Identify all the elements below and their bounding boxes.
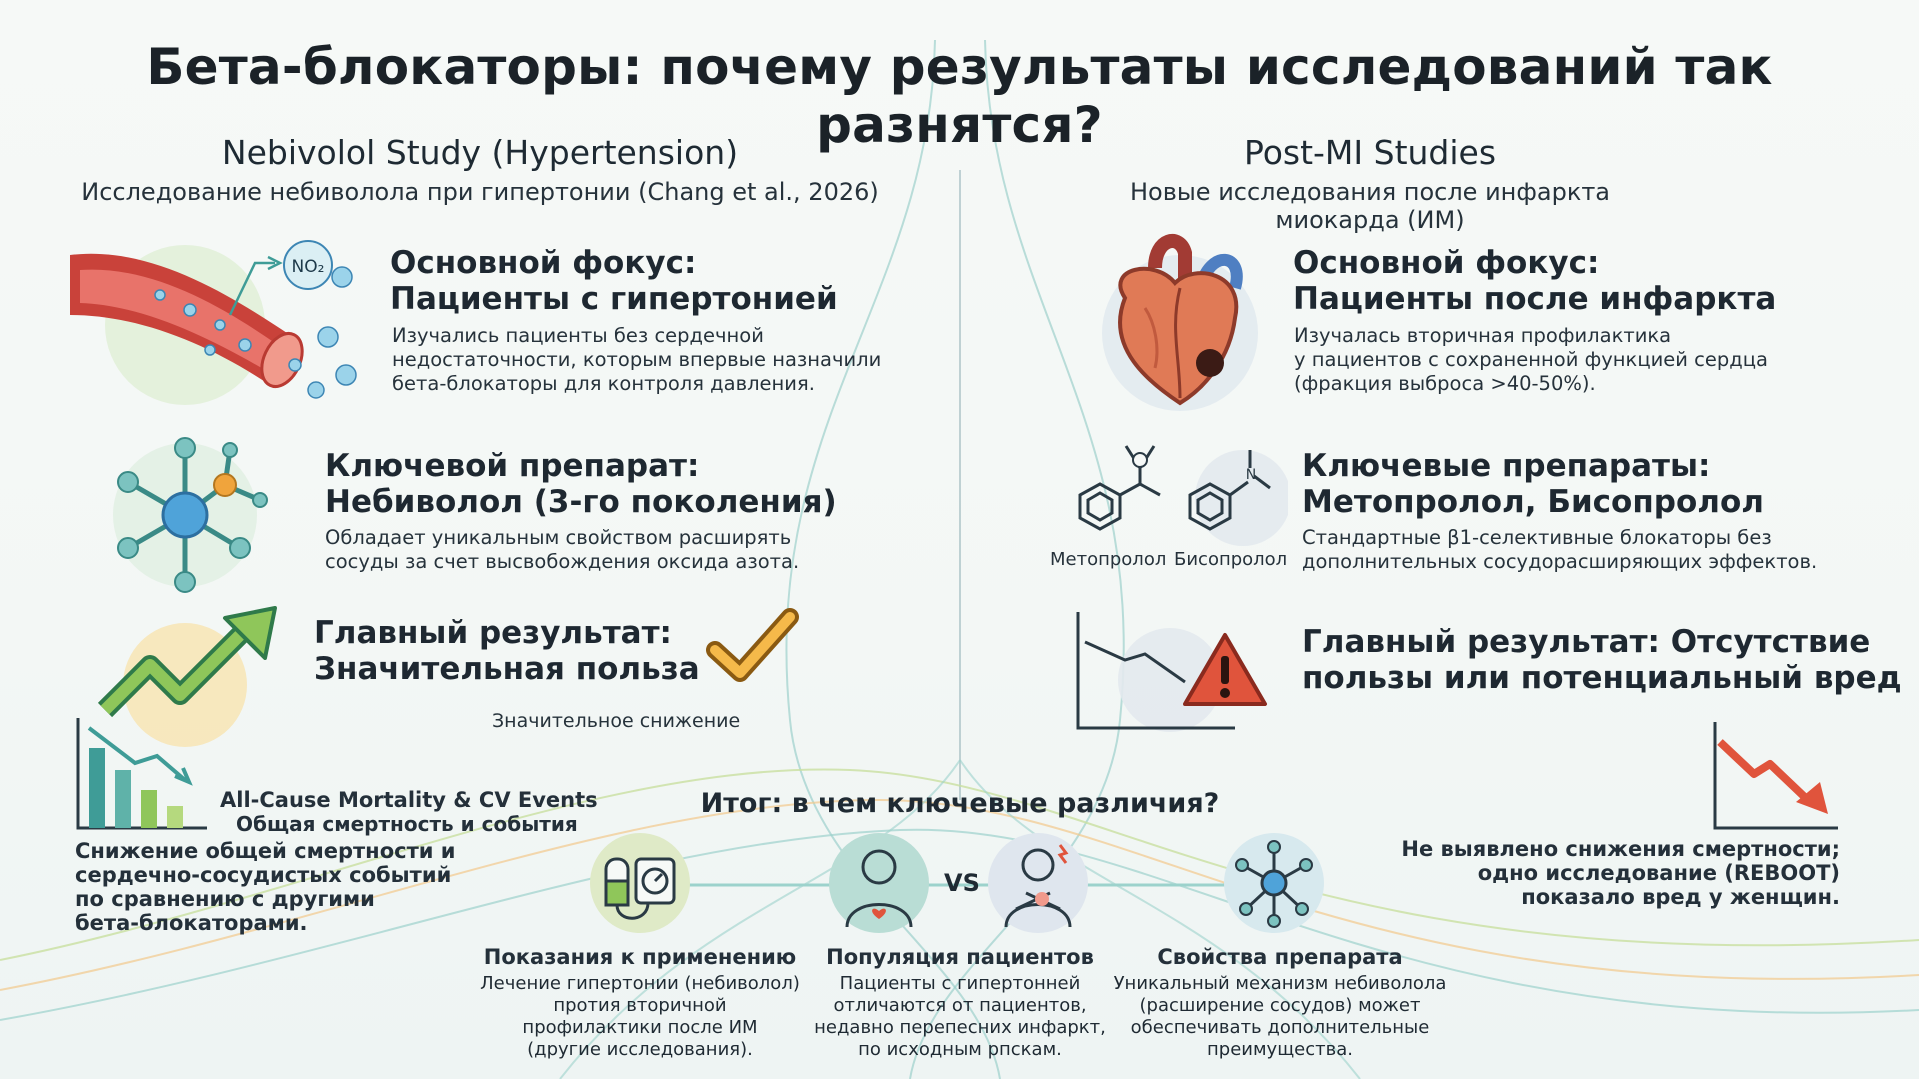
right-drugs-title-line2: Метопролол, Бисопролол bbox=[1302, 484, 1764, 520]
down-trend-chart-icon bbox=[1713, 722, 1838, 830]
right-focus-text-line1: Изучалась вторичная профилактика bbox=[1294, 324, 1672, 347]
left-focus-title-line2: Пациенты с гипертонией bbox=[390, 281, 838, 317]
left-drug-text-line2: сосуды за счет высвобождения оксида азот… bbox=[325, 550, 800, 573]
left-drug-text: Обладает уникальным свойством расширять … bbox=[325, 526, 799, 574]
patient-icon bbox=[829, 833, 929, 933]
growth-arrow-icon bbox=[97, 606, 277, 747]
beta-blocker-structures-icon: N bbox=[1078, 445, 1288, 546]
left-focus-text: Изучались пациенты без сердечной недоста… bbox=[392, 324, 881, 396]
decline-bar-chart-icon bbox=[76, 718, 207, 830]
summary-item-line: недавно перепесних инфаркт, bbox=[814, 1017, 1106, 1038]
blood-pressure-monitor-icon bbox=[590, 833, 690, 933]
right-result-summary: Не выявлено снижения смертности; одно ис… bbox=[1400, 837, 1840, 909]
right-drugs-text-line1: Стандартные β1-селективные блокаторы без bbox=[1302, 526, 1772, 549]
summary-item-properties: Свойства препарата Уникальный механизм н… bbox=[1100, 945, 1460, 1061]
left-drug-title-line1: Ключевой препарат: bbox=[325, 448, 700, 484]
right-focus-text: Изучалась вторичная профилактика у пацие… bbox=[1294, 324, 1768, 396]
right-focus-text-line2: у пациентов с сохраненной функцией сердц… bbox=[1294, 348, 1768, 371]
right-focus-title-line1: Основной фокус: bbox=[1293, 245, 1600, 281]
summary-item-line: по исходным рпскам. bbox=[858, 1039, 1062, 1060]
right-summary-line2: одно исследование (REBOOT) bbox=[1477, 861, 1840, 885]
summary-item-line: профилактики после ИМ bbox=[522, 1017, 758, 1038]
left-subheading: Исследование небиволола при гипертонии (… bbox=[81, 178, 879, 206]
summary-item-line: Пациенты с гипертонней bbox=[839, 973, 1081, 994]
summary-item-line: Уникальный механизм небиволола bbox=[1113, 973, 1447, 994]
summary-item-line: преимущества. bbox=[1207, 1039, 1353, 1060]
summary-title: Итог: в чем ключевые различия? bbox=[700, 788, 1220, 819]
right-heading: Post-MI Studies bbox=[1243, 133, 1497, 172]
right-result-title-line1: Главный результат: Отсутствие bbox=[1302, 624, 1871, 660]
left-result-note: Значительное снижение bbox=[492, 710, 741, 732]
heart-icon bbox=[1102, 234, 1258, 411]
left-focus-text-line3: бета-блокаторы для контроля давления. bbox=[392, 372, 815, 395]
metoprolol-label: Метопролол bbox=[1050, 549, 1167, 570]
page-title: Бета-блокаторы: почему результаты исслед… bbox=[146, 38, 1773, 154]
summary-item-indications: Показания к применению Лечение гипертони… bbox=[470, 945, 810, 1061]
right-drugs-title: Ключевые препараты: Метопролол, Бисопрол… bbox=[1302, 448, 1764, 520]
left-focus-text-line2: недостаточности, которым впервые назначи… bbox=[392, 348, 882, 371]
right-summary-line3: показало вред у женщин. bbox=[1521, 885, 1840, 909]
left-focus-text-line1: Изучались пациенты без сердечной bbox=[392, 324, 764, 347]
summary-item-population: Популяция пациентов Пациенты с гипертонн… bbox=[800, 945, 1120, 1061]
left-drug-text-line1: Обладает уникальным свойством расширять bbox=[325, 526, 792, 549]
left-focus-title: Основной фокус: Пациенты с гипертонией bbox=[390, 245, 838, 317]
left-drug-title-line2: Небиволол (3-го поколения) bbox=[325, 484, 837, 520]
molecule-mechanism-icon bbox=[1224, 833, 1324, 933]
left-summary-line2: сердечно-сосудистых событий bbox=[75, 863, 452, 887]
summary-item-title: Свойства препарата bbox=[1157, 945, 1403, 969]
checkmark-icon bbox=[706, 608, 799, 682]
left-result-title: Главный результат: Значительная польза bbox=[314, 615, 700, 687]
right-drugs-text: Стандартные β1-селективные блокаторы без… bbox=[1302, 526, 1817, 574]
nitrogen-label: N bbox=[1246, 467, 1256, 483]
left-drug-title: Ключевой препарат: Небиволол (3-го покол… bbox=[325, 448, 837, 520]
left-summary-line1: Снижение общей смертности и bbox=[75, 839, 456, 863]
summary-item-title: Показания к применению bbox=[483, 945, 797, 969]
left-summary-line4: бета-блокаторами. bbox=[75, 911, 308, 935]
summary-item-line: обеспечивать дополнительные bbox=[1130, 1017, 1430, 1038]
left-focus-title-line1: Основной фокус: bbox=[390, 245, 697, 281]
left-result-title-line1: Главный результат: bbox=[314, 615, 672, 651]
right-result-title: Главный результат: Отсутствие пользы или… bbox=[1302, 624, 1902, 696]
summary-item-line: Лечение гипертонии (небиволол) bbox=[480, 973, 800, 994]
molecule-icon bbox=[113, 437, 268, 593]
right-drugs-title-line1: Ключевые препараты: bbox=[1302, 448, 1711, 484]
no2-label: NO₂ bbox=[292, 257, 325, 277]
summary-item-line: (расширение сосудов) может bbox=[1139, 995, 1421, 1016]
bisoprolol-label: Бисопролол bbox=[1174, 549, 1288, 570]
right-summary-line1: Не выявлено снижения смертности; bbox=[1401, 837, 1840, 861]
summary-item-line: (другие исследования). bbox=[527, 1039, 753, 1060]
summary-item-line: отличаются от пациентов, bbox=[833, 995, 1087, 1016]
chest-pain-patient-icon bbox=[988, 833, 1088, 933]
right-result-title-line2: пользы или потенциальный вред bbox=[1302, 660, 1902, 696]
right-subheading: Новые исследования после инфаркта миокар… bbox=[1129, 178, 1611, 234]
blood-vessel-icon: NO₂ bbox=[70, 240, 357, 405]
right-focus-title-line2: Пациенты после инфаркта bbox=[1293, 281, 1777, 317]
right-drugs-text-line2: дополнительных сосудорасширяющих эффекто… bbox=[1302, 550, 1818, 573]
left-result-summary: Снижение общей смертности и сердечно-сос… bbox=[75, 839, 455, 935]
warning-icon bbox=[1183, 633, 1267, 706]
left-result-title-line2: Значительная польза bbox=[314, 651, 700, 687]
summary-item-line: протия вторичной bbox=[553, 995, 727, 1016]
right-focus-text-line3: (фракция выброса >40-50%). bbox=[1294, 372, 1596, 395]
summary-item-title: Популяция пациентов bbox=[826, 945, 1094, 969]
left-heading: Nebivolol Study (Hypertension) bbox=[221, 133, 739, 172]
left-summary-line3: по сравнению с другими bbox=[75, 887, 375, 911]
left-chart-label-en: All-Cause Mortality & CV Events bbox=[220, 788, 598, 812]
left-chart-label-ru: Общая смертность и события bbox=[236, 812, 578, 836]
right-focus-title: Основной фокус: Пациенты после инфаркта bbox=[1293, 245, 1776, 317]
vs-label: VS bbox=[944, 869, 980, 897]
